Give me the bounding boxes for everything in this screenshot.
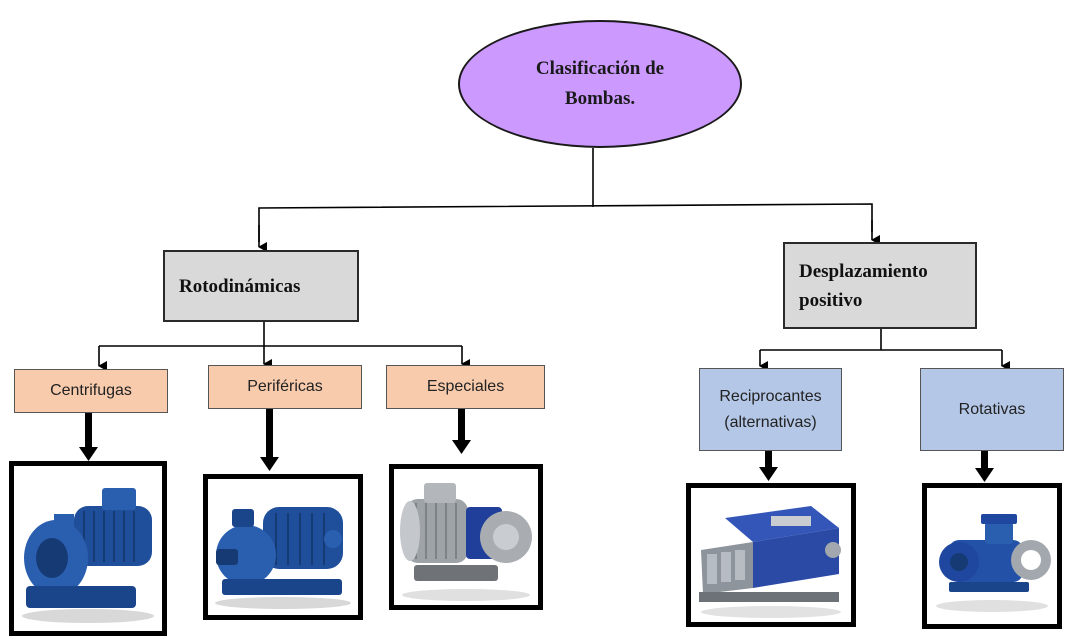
subtype-label: Especiales [426, 378, 505, 395]
root-title-line2: Bombas. [564, 88, 636, 109]
root-title-line1: Clasificación de [535, 58, 665, 79]
root-node-clasificacion: Clasificación de Bombas. [458, 20, 742, 148]
image-frame-especiales [389, 464, 543, 610]
subtype-perifericas: Periféricas [208, 365, 362, 409]
subtype-rotativas: Rotativas [920, 368, 1064, 451]
special-magnetic-pump-icon [400, 483, 532, 601]
subtype-label-line1: Reciprocantes [719, 387, 822, 405]
subtype-centrifugas: Centrifugas [14, 369, 168, 413]
category-label: Rotodinámicas [179, 275, 301, 297]
category-label-line2: positivo [799, 289, 863, 311]
category-rotodinamicas: Rotodinámicas [163, 250, 359, 322]
centrifugal-pump-icon [22, 488, 154, 623]
image-frame-reciprocantes [686, 483, 856, 627]
subtype-label: Periféricas [247, 378, 323, 395]
rotary-gear-pump-icon [936, 514, 1051, 612]
subtype-label: Rotativas [958, 400, 1026, 418]
image-frame-centrifugas [9, 461, 167, 636]
subtype-label: Centrifugas [50, 382, 132, 399]
category-label-line1: Desplazamiento [799, 260, 928, 282]
image-frame-rotativas [922, 483, 1062, 629]
subtype-label-line2: (alternativas) [724, 413, 817, 431]
reciprocating-pump-icon [699, 506, 841, 618]
subtype-especiales: Especiales [386, 365, 545, 409]
image-frame-perifericas [203, 474, 363, 620]
category-desplazamiento-positivo: Desplazamiento positivo [783, 242, 977, 329]
peripheral-pump-icon [215, 507, 351, 609]
subtype-reciprocantes: Reciprocantes (alternativas) [699, 368, 842, 451]
